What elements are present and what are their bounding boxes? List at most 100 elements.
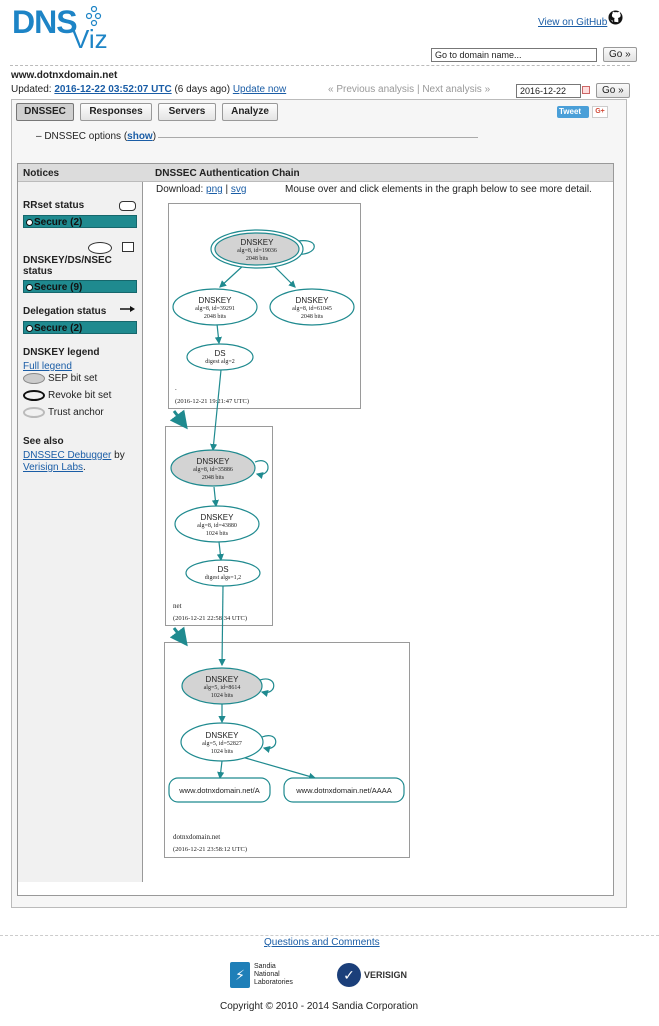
node-dom-ksk[interactable] (181, 667, 263, 705)
dnskey-status-text: Secure (9) (34, 282, 83, 293)
nav-separator: | (416, 84, 420, 95)
chain-title: DNSSEC Authentication Chain (155, 168, 300, 179)
next-analysis-link[interactable]: Next analysis » (422, 84, 491, 95)
root-ksk-l1: alg=8, id=19036 (237, 248, 277, 254)
edge-rootksk-zsk1 (219, 263, 246, 288)
zone-root-time: (2016-12-21 19:21:47 UTC) (175, 398, 250, 405)
tab-dnssec[interactable]: DNSSEC (16, 103, 74, 121)
analysis-date-go-button[interactable]: Go » (596, 83, 630, 98)
tweet-button[interactable]: Tweet (557, 106, 589, 118)
dom-zsk-type: DNSKEY (205, 731, 239, 740)
zone-dom-name: dotnxdomain.net (173, 833, 221, 841)
previous-analysis-link[interactable]: « Previous analysis (328, 84, 415, 95)
node-net-ds[interactable] (185, 559, 261, 587)
net-ksk-l1: alg=8, id=35886 (193, 467, 233, 473)
rr-a-label: www.dotnxdomain.net/A (179, 786, 260, 795)
zone-dom-time: (2016-12-21 23:58:12 UTC) (173, 846, 248, 853)
github-icon[interactable] (608, 10, 623, 25)
root-zsk1-type: DNSKEY (198, 296, 232, 305)
update-now-link[interactable]: Update now (232, 84, 287, 95)
root-zsk2-label: DNSKEY alg=8, id=61045 2048 bits (262, 297, 362, 321)
legend-revoke-text: Revoke bit set (48, 390, 112, 402)
dom-zsk-label: DNSKEY alg=5, id=52827 1024 bits (172, 732, 272, 756)
download-line: Download: png | svg (156, 184, 246, 195)
tab-analyze[interactable]: Analyze (222, 103, 278, 121)
rrset-status-text: Secure (2) (34, 217, 83, 228)
net-zsk-type: DNSKEY (200, 513, 234, 522)
status-dot-icon (26, 284, 33, 291)
dom-zsk-l2: 1024 bits (210, 749, 234, 755)
delegation-status-label: Delegation status (23, 306, 107, 317)
legend-sep-text: SEP bit set (48, 373, 98, 385)
delegation-edge-root-net (169, 409, 188, 430)
legend-revoke: Revoke bit set (23, 390, 111, 401)
updated-time-link[interactable]: 2016-12-22 03:52:07 UTC (54, 84, 172, 95)
root-zsk2-l2: 2048 bits (300, 314, 324, 320)
node-root-ds[interactable] (186, 343, 254, 371)
edge-netds-domksk (218, 585, 226, 667)
options-rule (158, 137, 478, 138)
edge-netksk-netzsk (211, 486, 219, 508)
dom-zsk-l1: alg=5, id=52827 (202, 741, 242, 747)
gplus-button[interactable]: G+ (592, 106, 608, 118)
status-dot-icon (26, 219, 33, 226)
questions-link[interactable]: Questions and Comments (264, 937, 380, 948)
verisign-labs-link[interactable]: Verisign Labs (23, 462, 84, 473)
edge-domzsk-a (217, 760, 225, 780)
github-link[interactable]: View on GitHub (538, 17, 608, 28)
net-ds-l1: digest algs=1,2 (204, 575, 242, 581)
analysis-date-input[interactable]: 2016-12-22 (516, 84, 581, 98)
edge-zsk1-ds (214, 323, 222, 345)
download-svg-link[interactable]: svg (230, 184, 247, 195)
zone-net-time: (2016-12-21 22:58:34 UTC) (173, 615, 248, 622)
domain-search-input[interactable]: Go to domain name... (431, 48, 597, 62)
edge-rootksk-zsk2 (271, 263, 296, 288)
dnskey-oval-icon (88, 242, 112, 254)
net-ds-label: DS digest algs=1,2 (183, 566, 263, 582)
full-legend-link[interactable]: Full legend (23, 361, 72, 372)
root-ksk-type: DNSKEY (240, 238, 274, 247)
graph-hint: Mouse over and click elements in the gra… (285, 184, 592, 195)
rrset-status-badge[interactable]: Secure (2) (23, 215, 137, 228)
verisign-logo[interactable]: ✓ VERISIGN (337, 963, 417, 989)
sandia-line3: Laboratories (254, 979, 293, 986)
notices-sidebar (18, 182, 143, 882)
dnskey-status-badge[interactable]: Secure (9) (23, 280, 137, 293)
dnssec-debugger-link[interactable]: DNSSEC Debugger (23, 450, 112, 461)
options-show-link[interactable]: show (127, 131, 153, 142)
tab-responses[interactable]: Responses (80, 103, 152, 121)
root-ds-type: DS (214, 349, 226, 358)
logo[interactable]: DNS Viz (12, 4, 122, 54)
footer-divider (0, 935, 659, 936)
tab-servers[interactable]: Servers (158, 103, 216, 121)
dom-ksk-type: DNSKEY (205, 675, 239, 684)
calendar-icon[interactable] (582, 86, 590, 94)
sandia-logo[interactable]: ⚡ Sandia National Laboratories (230, 962, 300, 990)
see-also-text: DNSSEC Debugger by Verisign Labs. (23, 450, 133, 474)
node-net-ksk[interactable] (170, 449, 256, 487)
edge-netzsk-netds (216, 541, 224, 562)
node-net-zsk[interactable] (174, 505, 260, 543)
node-root-ksk[interactable] (214, 232, 300, 266)
root-zsk2-type: DNSKEY (295, 296, 329, 305)
sandia-line2: National (254, 971, 280, 978)
trust-oval-icon (23, 407, 45, 418)
debugger-by: by (111, 450, 125, 461)
node-rr-a[interactable] (168, 777, 271, 803)
revoke-oval-icon (23, 390, 45, 401)
see-also-title: See also (23, 436, 64, 447)
sep-oval-icon (23, 373, 45, 384)
domain-search-go-button[interactable]: Go » (603, 47, 637, 62)
node-root-zsk2[interactable] (269, 288, 355, 326)
logo-graph-icon (86, 6, 102, 27)
legend-sep: SEP bit set (23, 373, 97, 384)
node-rr-aaaa[interactable] (283, 777, 405, 803)
rrset-status-label: RRset status (23, 200, 85, 211)
node-dom-zsk[interactable] (180, 722, 264, 762)
verisign-check-icon: ✓ (337, 963, 361, 987)
status-dot-icon (26, 325, 33, 332)
delegation-status-badge[interactable]: Secure (2) (23, 321, 137, 334)
download-png-link[interactable]: png (206, 184, 223, 195)
node-root-zsk1[interactable] (172, 288, 258, 326)
